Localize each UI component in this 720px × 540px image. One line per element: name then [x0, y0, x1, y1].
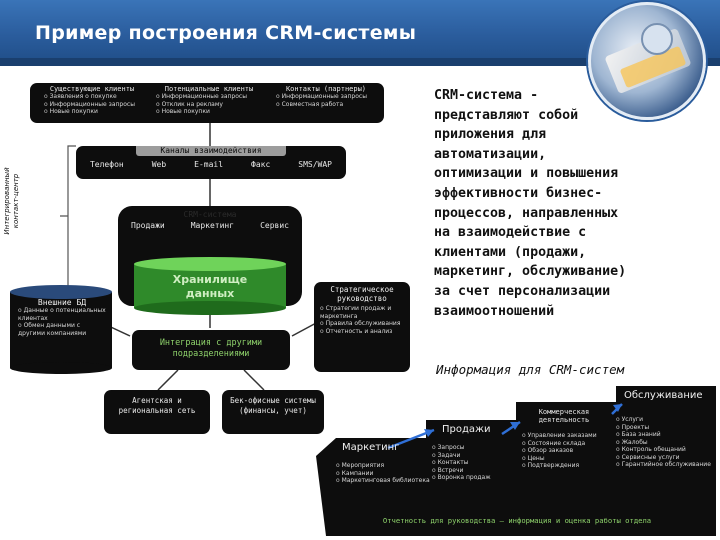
- box-title: Потенциальные клиенты: [164, 85, 254, 93]
- list-item: Контакты: [432, 459, 518, 467]
- list-item: Воронка продаж: [432, 474, 518, 482]
- integration-label: Интеграция с другими подразделениями: [159, 338, 263, 359]
- channel-item: Web: [151, 160, 167, 169]
- sales-list: Запросы Задачи Контакты Встречи Воронка …: [432, 444, 518, 482]
- list-item: Кампании: [336, 470, 428, 478]
- list-item: Сервисные услуги: [616, 454, 712, 462]
- channel-item: Факс: [251, 160, 271, 169]
- list-item: Отклик на рекламу: [156, 101, 268, 109]
- list-item: Цены: [522, 455, 614, 463]
- sales-title: Продажи: [442, 424, 491, 435]
- channel-item: SMS/WAP: [298, 160, 332, 169]
- external-db-box: Внешние БД Данные о потенциальных клиент…: [16, 298, 108, 337]
- description-line: оптимизации и повышения: [434, 166, 619, 182]
- list-item: Отчетность и анализ: [320, 328, 406, 336]
- description-line: приложения для: [434, 127, 547, 143]
- list-item: Стратегии продаж и маркетинга: [320, 305, 406, 320]
- list-item: Маркетинговая библиотека: [336, 477, 430, 485]
- crm-item: Сервис: [260, 221, 289, 230]
- list-item: Подтверждения: [522, 462, 614, 470]
- description-line: автоматизации,: [434, 146, 547, 162]
- channel-item: E-mail: [194, 160, 224, 169]
- crm-items: Продажи Маркетинг Сервис: [118, 221, 302, 230]
- list-item: Мероприятия: [336, 462, 428, 470]
- commercial-title: Коммерческая деятельность: [538, 408, 590, 424]
- list-item: Гарантийное обслуживание: [616, 461, 712, 469]
- list-item: Обмен данными с другими компаниями: [18, 322, 106, 337]
- existing-clients-box: Существующие клиенты Заявления о покупке…: [36, 85, 148, 116]
- storage-cylinder: [134, 257, 286, 315]
- box-title: Контакты (партнеры): [285, 85, 367, 93]
- info-caption: Информация для CRM-систем: [436, 362, 625, 377]
- logo-shape: [641, 23, 673, 55]
- description-line: за счет персонализации: [434, 283, 611, 299]
- list-item: Контроль обещаний: [616, 446, 712, 454]
- list-item: Управление заказами: [522, 432, 614, 440]
- list-item: Информационные запросы: [156, 93, 268, 101]
- box-title: Стратегическое руководство: [330, 285, 394, 303]
- box-title: Внешние БД: [37, 298, 87, 307]
- list-item: Информационные запросы: [276, 93, 382, 101]
- box-title: Существующие клиенты: [49, 85, 135, 93]
- list-item: Задачи: [432, 452, 518, 460]
- partners-box: Контакты (партнеры) Информационные запро…: [270, 85, 382, 108]
- info-diagram: Обслуживание Услуги Проекты База знаний …: [316, 386, 716, 536]
- potential-clients-box: Потенциальные клиенты Информационные зап…: [150, 85, 268, 116]
- list-item: Состояние склада: [522, 440, 614, 448]
- storage-label: Хранилище данных: [172, 273, 248, 300]
- description-line: эффективности бизнес-: [434, 185, 603, 201]
- description-line: представляют собой: [434, 107, 579, 123]
- list-item: Совместная работа: [276, 101, 382, 109]
- list-item: Новые покупки: [44, 108, 148, 116]
- list-item: Проекты: [616, 424, 712, 432]
- crm-item: Маркетинг: [190, 221, 235, 230]
- crm-description: CRM-система - представляют собой приложе…: [434, 86, 716, 321]
- list-item: Правила обслуживания: [320, 320, 406, 328]
- channel-item: Телефон: [89, 160, 124, 169]
- page-title: Пример построения CRM-системы: [35, 22, 417, 44]
- header-band: [0, 58, 720, 66]
- description-line: на взаимодействие с: [434, 225, 587, 241]
- description-line: маркетинг, обслуживание): [434, 264, 627, 280]
- list-item: Услуги: [616, 416, 712, 424]
- back-office-label: Бек-офисные системы (финансы, учет): [230, 396, 316, 415]
- description-line: CRM-система -: [434, 88, 539, 103]
- agent-network-label: Агентская и региональная сеть: [118, 396, 196, 415]
- integration-box: Интеграция с другими подразделениями: [132, 330, 290, 370]
- list-item: Данные о потенциальных клиентах: [18, 307, 106, 322]
- description-line: процессов, направленных: [434, 205, 619, 221]
- report-footer: Отчетность для руководства – информация …: [382, 516, 652, 525]
- channels-box: Каналы взаимодействия Телефон Web E-mail…: [76, 146, 346, 179]
- channels-list: Телефон Web E-mail Факс SMS/WAP: [76, 160, 346, 169]
- service-title: Обслуживание: [624, 390, 703, 401]
- commercial-list: Управление заказами Состояние склада Обз…: [522, 432, 614, 470]
- crm-item: Продажи: [131, 221, 165, 230]
- list-item: Заявления о покупке: [44, 93, 148, 101]
- service-list: Услуги Проекты База знаний Жалобы Контро…: [616, 416, 712, 469]
- strategic-box: Стратегическое руководство Стратегии про…: [314, 282, 410, 372]
- list-item: Жалобы: [616, 439, 712, 447]
- channels-title: Каналы взаимодействия: [136, 146, 286, 156]
- list-item: Запросы: [432, 444, 518, 452]
- crm-title: CRM-система: [183, 210, 237, 219]
- crm-diagram: Интегрированный контакт-центр Существующ…: [0, 66, 420, 436]
- agent-network-box: Агентская и региональная сеть: [104, 390, 210, 434]
- description-line: клиентами (продажи,: [434, 244, 587, 260]
- list-item: База знаний: [616, 431, 712, 439]
- back-office-box: Бек-офисные системы (финансы, учет): [222, 390, 324, 434]
- description-line: взаимоотношений: [434, 303, 555, 319]
- marketing-list: Мероприятия Кампании Маркетинговая библи…: [336, 462, 430, 485]
- logo-image: [588, 2, 706, 120]
- list-item: Новые покупки: [156, 108, 268, 116]
- list-item: Информационные запросы: [44, 101, 148, 109]
- list-item: Обзор заказов: [522, 447, 614, 455]
- list-item: Встречи: [432, 467, 518, 475]
- marketing-title: Маркетинг: [342, 442, 400, 453]
